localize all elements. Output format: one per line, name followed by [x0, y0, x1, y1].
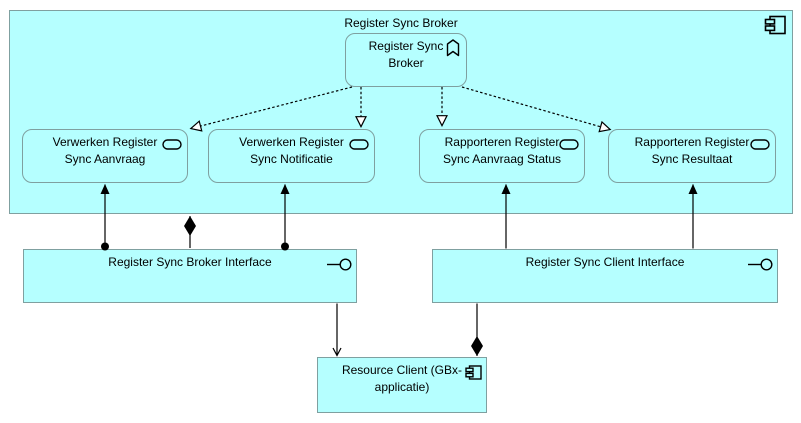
- service-label: Verwerken Register Sync Aanvraag: [52, 135, 158, 166]
- container-label: Register Sync Broker: [344, 16, 458, 30]
- service-label: Verwerken Register Sync Notificatie: [239, 135, 344, 166]
- application-service-icon: [349, 139, 369, 150]
- interface-label: Register Sync Client Interface: [525, 255, 685, 269]
- node-register-sync-broker-interface[interactable]: Register Sync Broker Interface: [23, 249, 357, 303]
- node-register-sync-broker-function[interactable]: Register Sync Broker: [345, 33, 467, 87]
- application-service-icon: [559, 139, 579, 150]
- application-service-icon: [750, 139, 770, 150]
- application-function-icon: [446, 39, 460, 57]
- interface-label: Register Sync Broker Interface: [108, 255, 272, 269]
- application-service-icon: [162, 139, 182, 150]
- interface-lollipop-icon: [327, 258, 352, 271]
- node-service-verwerken-aanvraag[interactable]: Verwerken Register Sync Aanvraag: [22, 129, 188, 183]
- node-service-rapporteren-resultaat[interactable]: Rapporteren Register Sync Resultaat: [608, 129, 776, 183]
- node-register-sync-client-interface[interactable]: Register Sync Client Interface: [432, 249, 778, 303]
- function-label: Register Sync Broker: [368, 39, 444, 70]
- application-component-icon: [465, 365, 482, 380]
- resource-client-label: Resource Client (GBx-applicatie): [341, 363, 463, 394]
- node-service-verwerken-notificatie[interactable]: Verwerken Register Sync Notificatie: [208, 129, 375, 183]
- interface-lollipop-icon: [748, 258, 773, 271]
- node-resource-client[interactable]: Resource Client (GBx-applicatie): [317, 357, 487, 413]
- application-component-icon: [764, 15, 786, 35]
- service-label: Rapporteren Register Sync Resultaat: [634, 135, 750, 166]
- service-label: Rapporteren Register Sync Aanvraag Statu…: [442, 135, 562, 166]
- node-service-rapporteren-status[interactable]: Rapporteren Register Sync Aanvraag Statu…: [419, 129, 585, 183]
